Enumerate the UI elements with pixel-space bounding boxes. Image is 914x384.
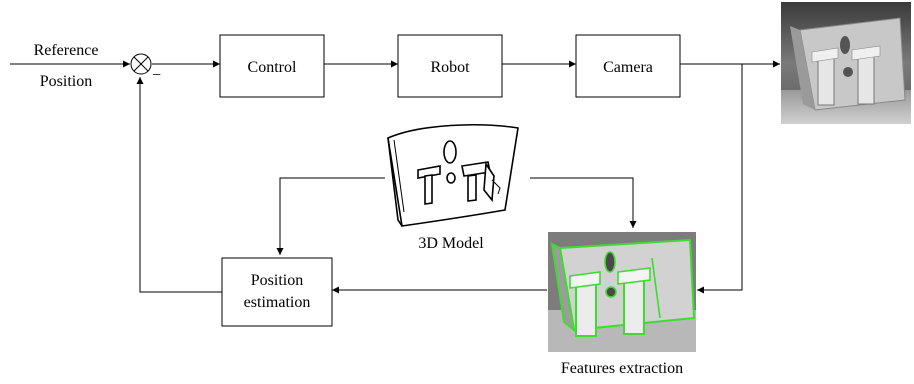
camera-feedback-arrow: [697, 64, 743, 294]
reference-label-line1: Reference: [34, 42, 99, 59]
position-estimation-line2: estimation: [244, 294, 311, 311]
robot-block: Robot: [397, 34, 503, 98]
model-to-estimation-arrow: [276, 177, 385, 255]
control-block: Control: [219, 34, 325, 98]
signal-lines: [10, 60, 780, 294]
robot-label: Robot: [430, 59, 470, 76]
minus-sign: −: [152, 67, 161, 84]
estimation-to-summing-arrow: [136, 77, 222, 293]
3d-model-label: 3D Model: [418, 235, 484, 252]
camera-image: [781, 2, 911, 124]
features-extraction-label: Features extraction: [561, 360, 683, 377]
camera-label: Camera: [603, 59, 653, 76]
model-to-features-arrow: [530, 177, 637, 228]
features-extraction-image: [548, 232, 696, 352]
reference-label-line2: Position: [40, 73, 92, 90]
position-estimation-block: Position estimation: [221, 257, 333, 327]
control-label: Control: [248, 59, 297, 76]
camera-block: Camera: [575, 34, 681, 98]
3d-model-drawing: [387, 124, 519, 227]
position-estimation-line1: Position: [251, 272, 303, 289]
summing-junction: −: [130, 53, 161, 84]
